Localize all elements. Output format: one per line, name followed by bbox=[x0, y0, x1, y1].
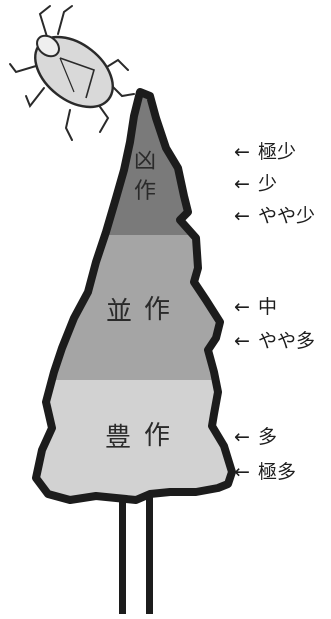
scale-label: やや多 bbox=[258, 330, 315, 352]
tree-canopy bbox=[36, 92, 232, 500]
left-arrow-icon: ← bbox=[234, 426, 250, 448]
scale-item: ← 多 bbox=[234, 426, 277, 448]
scale-label: 中 bbox=[258, 296, 277, 318]
trunk-inner bbox=[126, 500, 146, 614]
band-label-line1: 並 bbox=[106, 297, 132, 327]
left-arrow-icon: ← bbox=[234, 173, 250, 195]
band-label-line2: 作 bbox=[144, 295, 170, 325]
scale-item: ← 極多 bbox=[234, 461, 296, 483]
band-label-line1: 凶 bbox=[134, 149, 156, 174]
tree-outline bbox=[32, 88, 236, 504]
scale-label: 極多 bbox=[258, 461, 296, 483]
scale-label: 多 bbox=[258, 426, 277, 448]
band-good-harvest bbox=[36, 380, 232, 500]
band-label-line2: 作 bbox=[134, 179, 156, 204]
scale-item: ← やや多 bbox=[234, 330, 315, 352]
left-arrow-icon: ← bbox=[234, 330, 250, 352]
band-label-line2: 作 bbox=[144, 421, 170, 451]
scale-item: ← 少 bbox=[234, 173, 277, 195]
scale-label: やや少 bbox=[258, 205, 315, 227]
band-label-line1: 豊 bbox=[105, 423, 131, 453]
band-label-good: 豊 作 bbox=[105, 421, 170, 453]
left-arrow-icon: ← bbox=[234, 461, 250, 483]
scale-item: ← 中 bbox=[234, 296, 277, 318]
scale-item: ← やや少 bbox=[234, 205, 315, 227]
band-label-average: 並 作 bbox=[106, 295, 170, 327]
left-arrow-icon: ← bbox=[234, 205, 250, 227]
scale-label: 少 bbox=[258, 173, 277, 195]
left-arrow-icon: ← bbox=[234, 141, 250, 163]
scale-legend: ← 極少 ← 少 ← やや少 ← 中 ← やや多 ← 多 ← 極多 bbox=[234, 141, 315, 483]
tree-trunk bbox=[119, 494, 153, 614]
scale-item: ← 極少 bbox=[234, 141, 296, 163]
left-arrow-icon: ← bbox=[234, 296, 250, 318]
band-label-poor: 凶 作 bbox=[134, 149, 156, 204]
scale-label: 極少 bbox=[258, 141, 296, 163]
stink-bug-icon bbox=[9, 5, 135, 141]
